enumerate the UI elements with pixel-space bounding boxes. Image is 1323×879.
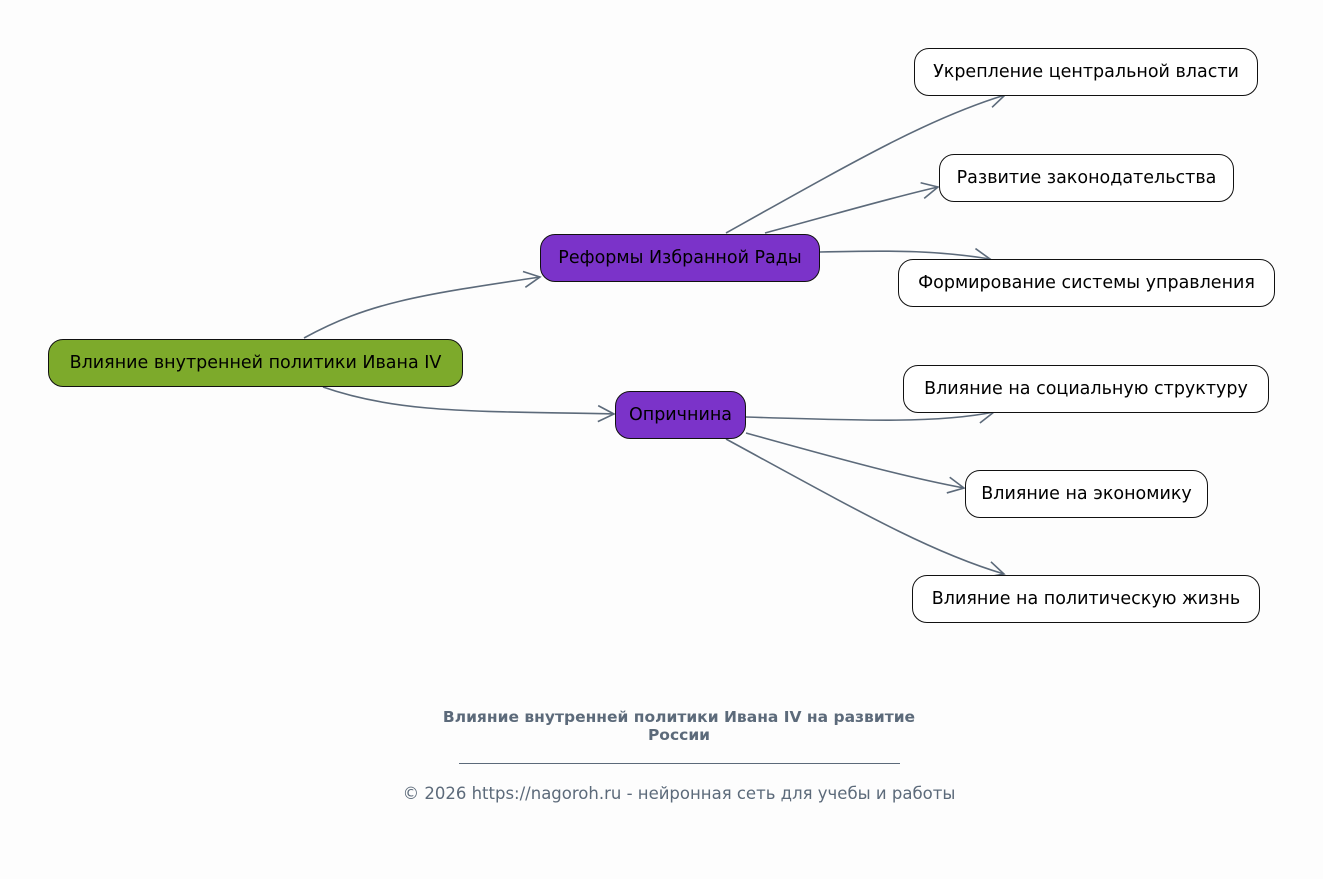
edge-rada-to-central-power [725, 91, 1007, 234]
edge-rada-to-legislation [764, 181, 940, 234]
edge-rada-to-governance [819, 247, 992, 266]
branch-node-rada-reforms[interactable]: Реформы Избранной Рады [540, 234, 820, 282]
diagram-title: Влияние внутренней политики Ивана IV на … [442, 708, 916, 744]
leaf-node-governance-system[interactable]: Формирование системы управления [898, 259, 1275, 307]
footer-divider [459, 763, 900, 764]
leaf-node-central-power[interactable]: Укрепление центральной власти [914, 48, 1258, 96]
edge-oprichnina-to-political [725, 438, 1006, 578]
copyright-text: © 2026 https://nagoroh.ru - нейронная се… [402, 784, 956, 803]
leaf-node-legislation[interactable]: Развитие законодательства [939, 154, 1234, 202]
leaf-node-social-structure[interactable]: Влияние на социальную структуру [903, 365, 1269, 413]
leaf-node-political-life[interactable]: Влияние на политическую жизнь [912, 575, 1260, 623]
edge-root-to-rada [303, 270, 542, 339]
edge-oprichnina-to-social [745, 406, 996, 424]
leaf-node-economy[interactable]: Влияние на экономику [965, 470, 1208, 518]
edge-oprichnina-to-economy [745, 432, 966, 494]
root-node[interactable]: Влияние внутренней политики Ивана IV [48, 339, 463, 387]
branch-node-oprichnina[interactable]: Опричнина [615, 391, 746, 439]
edge-root-to-oprichnina [322, 386, 616, 423]
